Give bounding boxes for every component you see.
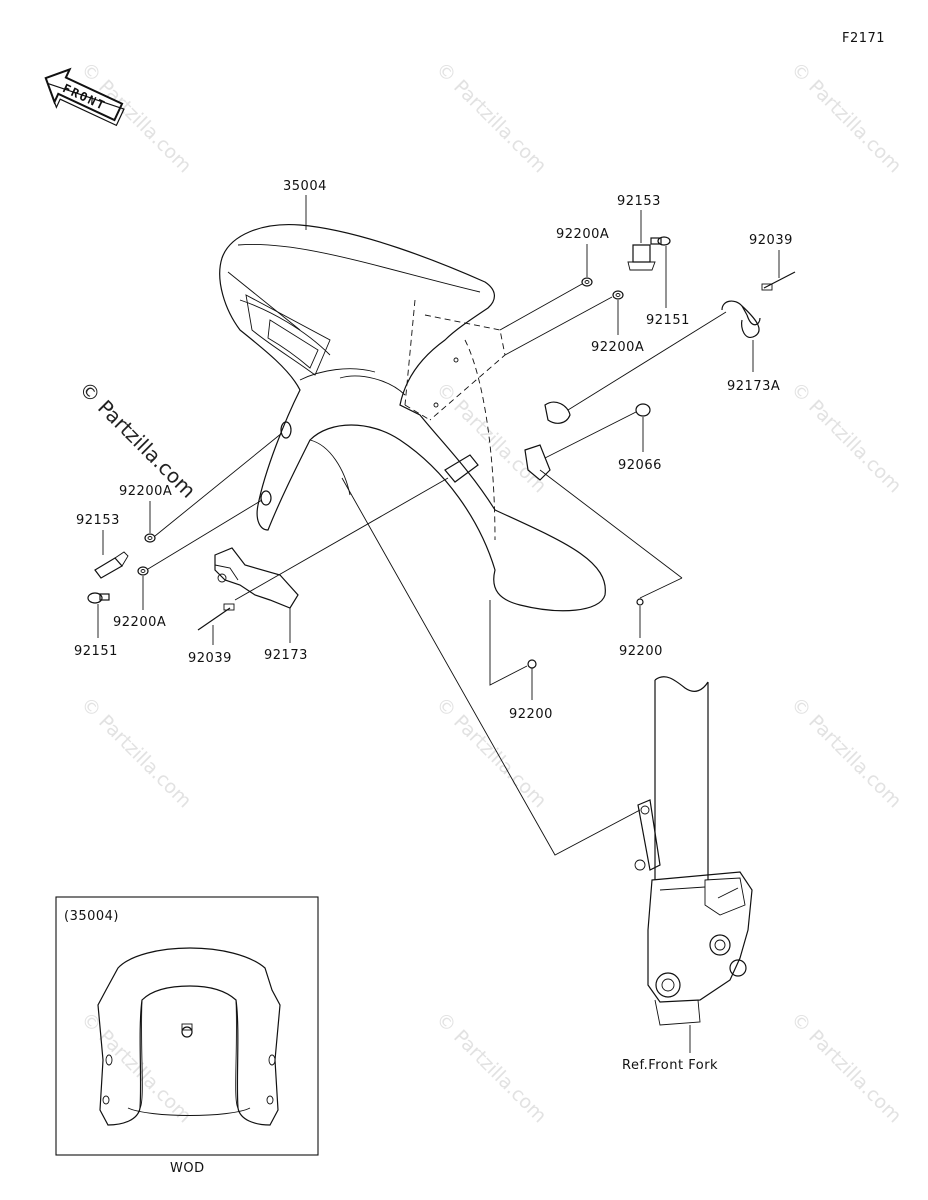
- collar-left: [94, 551, 129, 579]
- watermarks: © Partzilla.com © Partzilla.com © Partzi…: [74, 58, 905, 1127]
- part-label-band-left: 92039: [188, 651, 232, 666]
- part-label-washer-right-upper: 92200A: [556, 227, 609, 242]
- washer-bottom-right: [636, 598, 644, 606]
- band-right: [761, 271, 796, 291]
- part-label-collar-right: 92153: [617, 194, 661, 209]
- watermark: © Partzilla.com: [76, 58, 195, 177]
- front-fork: [634, 676, 753, 1026]
- part-label-collar-left: 92153: [76, 513, 120, 528]
- figure-id: F2171: [842, 31, 885, 46]
- washer-bottom-left: [527, 659, 537, 669]
- part-label-bolt-left: 92151: [74, 644, 118, 659]
- part-label-clamp-right: 92173A: [727, 379, 780, 394]
- clamp-left: [214, 547, 299, 609]
- watermark: © Partzilla.com: [786, 1008, 905, 1127]
- part-label-washer-bottom-left: 92200: [509, 707, 553, 722]
- watermark: © Partzilla.com: [76, 693, 195, 812]
- part-label-clamp-left: 92173: [264, 648, 308, 663]
- watermark: © Partzilla.com: [76, 1008, 195, 1127]
- part-label-washer-left-lower: 92200A: [113, 615, 166, 630]
- inset-caption: WOD: [170, 1161, 205, 1176]
- part-label-washer-left-upper: 92200A: [119, 484, 172, 499]
- bolt-left: [87, 592, 110, 604]
- watermark: © Partzilla.com: [786, 58, 905, 177]
- watermark: © Partzilla.com: [786, 378, 905, 497]
- reference-fork-label: Ref.Front Fork: [622, 1058, 718, 1073]
- fender-tab: [444, 401, 571, 483]
- washer-left-upper: [144, 533, 156, 543]
- inset-fender: [97, 947, 281, 1126]
- watermark: © Partzilla.com: [786, 693, 905, 812]
- part-label-grommet: 92066: [618, 458, 662, 473]
- band-left: [197, 603, 235, 631]
- inset-box: (35004) WOD: [55, 896, 319, 1176]
- collar-right: [627, 244, 656, 271]
- washer-left-lower: [137, 566, 149, 576]
- watermark: © Partzilla.com: [431, 58, 550, 177]
- watermark: © Partzilla.com: [431, 1008, 550, 1127]
- part-label-band-right: 92039: [749, 233, 793, 248]
- inset-title: (35004): [64, 909, 119, 924]
- washer-right-lower: [612, 290, 624, 300]
- grommet: [635, 403, 651, 417]
- front-fender: [219, 223, 606, 612]
- bolt-right: [650, 236, 671, 246]
- part-label-washer-right-lower: 92200A: [591, 340, 644, 355]
- clamp-right: [721, 300, 761, 338]
- part-label-fender: 35004: [283, 179, 327, 194]
- washer-right-upper: [581, 277, 593, 287]
- part-label-washer-bottom-right: 92200: [619, 644, 663, 659]
- part-label-bolt-right: 92151: [646, 313, 690, 328]
- watermark: © Partzilla.com: [431, 378, 550, 497]
